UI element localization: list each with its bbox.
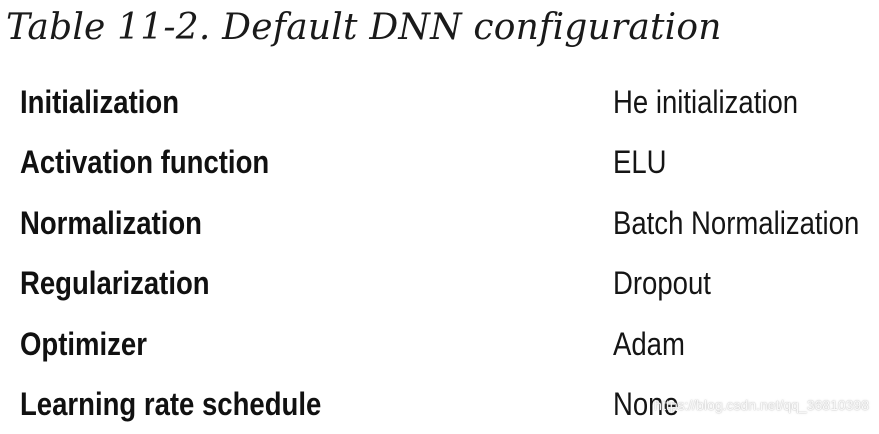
row-key-learning-rate-schedule: Learning rate schedule	[20, 385, 322, 422]
row-value-learning-rate-schedule: None	[613, 385, 679, 422]
row-key-regularization: Regularization	[20, 265, 210, 302]
config-table: Initialization He initialization Activat…	[20, 72, 870, 434]
table-row: Regularization Dropout	[20, 253, 870, 313]
row-key-optimizer: Optimizer	[20, 325, 147, 362]
row-value-activation-function: ELU	[613, 144, 667, 181]
table-row: Learning rate schedule None	[20, 374, 870, 434]
row-key-normalization: Normalization	[20, 204, 202, 241]
table-row: Activation function ELU	[20, 132, 870, 192]
row-value-regularization: Dropout	[613, 265, 711, 302]
table-row: Normalization Batch Normalization	[20, 193, 870, 253]
row-value-normalization: Batch Normalization	[613, 204, 860, 241]
table-row: Initialization He initialization	[20, 72, 870, 132]
table-row: Optimizer Adam	[20, 314, 870, 374]
row-key-activation-function: Activation function	[20, 144, 270, 181]
row-value-initialization: He initialization	[613, 84, 799, 120]
table-caption: Table 11-2. Default DNN configuration	[6, 7, 722, 48]
row-key-initialization: Initialization	[20, 84, 180, 120]
row-value-optimizer: Adam	[613, 325, 685, 362]
watermark: https://blog.csdn.net/qq_36810398	[654, 397, 869, 413]
